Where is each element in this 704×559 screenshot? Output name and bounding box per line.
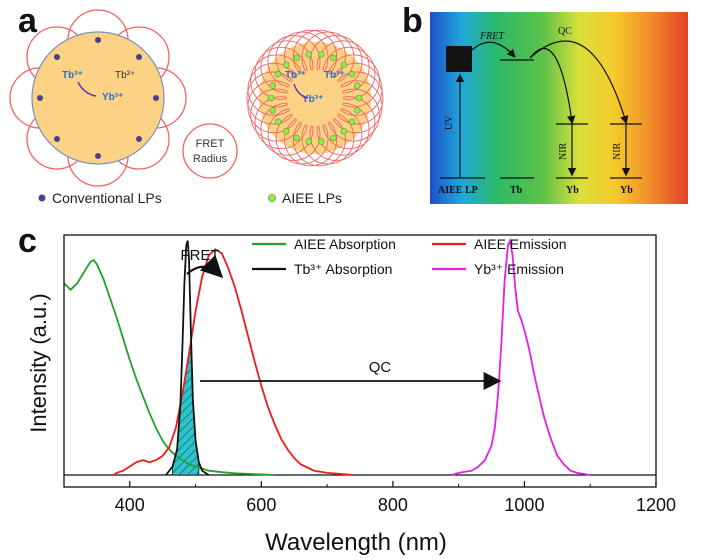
conv-yb-label: Yb³⁺	[102, 92, 123, 103]
aiee-lp-dot	[269, 107, 277, 114]
aiee-lp-dot	[348, 118, 356, 126]
conventional-lp-dot	[53, 53, 60, 60]
x-tick-label: 800	[378, 495, 408, 515]
aiee-excited-state-block	[446, 46, 472, 72]
aiee-lp-dot	[305, 51, 313, 58]
conv-tb-label-1: Tb³⁺	[62, 70, 83, 81]
series-line-yb-emission	[451, 237, 591, 476]
aiee-lp-legend-label: AIEE LPs	[282, 190, 342, 206]
level-label-aiee: AIEE LP	[438, 185, 478, 196]
spectra-chart: 400 600 800 1000 1200 Wavelength (nm) Intens…	[26, 234, 676, 556]
conventional-lp-dot	[95, 153, 101, 159]
level-label-yb-1: Yb	[566, 185, 579, 196]
x-axis-label: Wavelength (nm)	[265, 529, 447, 556]
plot-frame	[63, 234, 657, 488]
x-tick-label: 400	[115, 495, 145, 515]
fret-radius-label-line1: FRET	[196, 138, 225, 150]
y-axis-label: Intensity (a.u.)	[26, 293, 51, 432]
qc-annotation: QC	[369, 359, 392, 376]
conventional-lp-dot	[95, 37, 101, 43]
x-tick-label: 1000	[504, 495, 544, 515]
conventional-lp-dot	[37, 95, 43, 101]
aiee-lp-dot	[282, 61, 290, 69]
aiee-lp-dot	[282, 127, 290, 135]
aiee-lp: Tb³⁺ Tb³⁺ Yb³⁺	[246, 29, 384, 167]
conv-transfer-arrow	[77, 81, 97, 97]
uv-label: UV	[444, 115, 455, 130]
qc-arrow-1	[529, 47, 576, 125]
panel-c-letter: c	[18, 222, 37, 260]
aiee-lp-dot	[293, 54, 301, 62]
aiee-lp-dot	[317, 138, 325, 145]
aiee-lp-dot	[340, 127, 348, 135]
legend-label: AIEE Absorption	[294, 236, 396, 252]
x-tick-label: 1200	[636, 495, 676, 515]
aiee-lp-legend-dot	[268, 194, 276, 202]
qc-arrow-label: QC	[558, 26, 572, 37]
aiee-lp-dot	[274, 70, 282, 78]
nir-label-2: NIR	[612, 142, 623, 160]
aiee-lp-dot	[355, 94, 363, 102]
fret-arrow-label: FRET	[479, 31, 505, 42]
level-label-tb: Tb	[510, 185, 523, 196]
aiee-lp-dot	[329, 54, 337, 62]
panel-b-energy-diagram: UV FRET QC NIR NIR AIEE LP Tb Yb Yb	[430, 12, 688, 204]
x-tick-label: 600	[246, 495, 276, 515]
level-label-yb-2: Yb	[620, 185, 633, 196]
series-line-tb-absorption	[165, 240, 210, 476]
conventional-lp: Tb³⁺ Tb³⁺ Yb³⁺	[9, 9, 187, 187]
fret-radius-label-line2: Radius	[193, 153, 228, 165]
series-line-aiee-absorption	[63, 258, 275, 476]
aiee-tb-label-1: Tb³⁺	[285, 70, 306, 81]
panel-a-schematic: Tb³⁺ Tb³⁺ Yb³⁺ FRET Radius Tb³⁺ Tb³⁺ Yb³…	[9, 9, 384, 206]
fret-annotation-arrow	[186, 254, 224, 279]
spectrum-background	[430, 12, 688, 204]
conventional-lp-dot	[136, 136, 143, 143]
aiee-transfer-arrow	[293, 83, 309, 99]
conventional-lp-legend-label: Conventional LPs	[52, 190, 162, 206]
series-line-aiee-emission	[112, 248, 354, 476]
conventional-lp-legend-dot	[38, 194, 46, 202]
aiee-lp-dot	[340, 61, 348, 69]
aiee-fret-ring	[260, 40, 314, 94]
legend-label: Tb³⁺ Absorption	[294, 261, 392, 277]
aiee-lp-dot	[267, 94, 275, 102]
panel-b-letter: b	[402, 2, 423, 40]
fret-radius-indicator: FRET Radius	[182, 123, 238, 179]
conventional-lp-core	[31, 31, 165, 165]
aiee-tb-label-2: Tb³⁺	[324, 70, 345, 81]
aiee-yb-label: Yb³⁺	[302, 94, 323, 105]
conventional-lp-dot	[136, 53, 143, 60]
aiee-lp-dot	[317, 51, 325, 58]
conv-tb-label-2: Tb³⁺	[115, 70, 135, 81]
panel-a-letter: a	[18, 2, 37, 40]
aiee-lp-dot	[353, 82, 361, 89]
aiee-lp-dot	[353, 107, 361, 114]
legend-label: AIEE Emission	[474, 236, 567, 252]
aiee-fret-ring	[316, 102, 370, 156]
aiee-lp-dot	[305, 138, 313, 145]
nir-label-1: NIR	[558, 142, 569, 160]
aiee-lp-dot	[293, 134, 301, 142]
qc-arrow-2	[529, 40, 629, 125]
conventional-lp-dot	[153, 95, 159, 101]
aiee-lp-dot	[329, 134, 337, 142]
fret-arrow	[471, 41, 516, 58]
fret-annotation: FRET	[180, 247, 219, 264]
aiee-lp-dot	[274, 118, 282, 126]
legend-label: Yb³⁺ Emission	[474, 261, 564, 277]
aiee-lp-dot	[348, 70, 356, 78]
conventional-lp-dot	[53, 136, 60, 143]
aiee-lp-dot	[269, 82, 277, 89]
